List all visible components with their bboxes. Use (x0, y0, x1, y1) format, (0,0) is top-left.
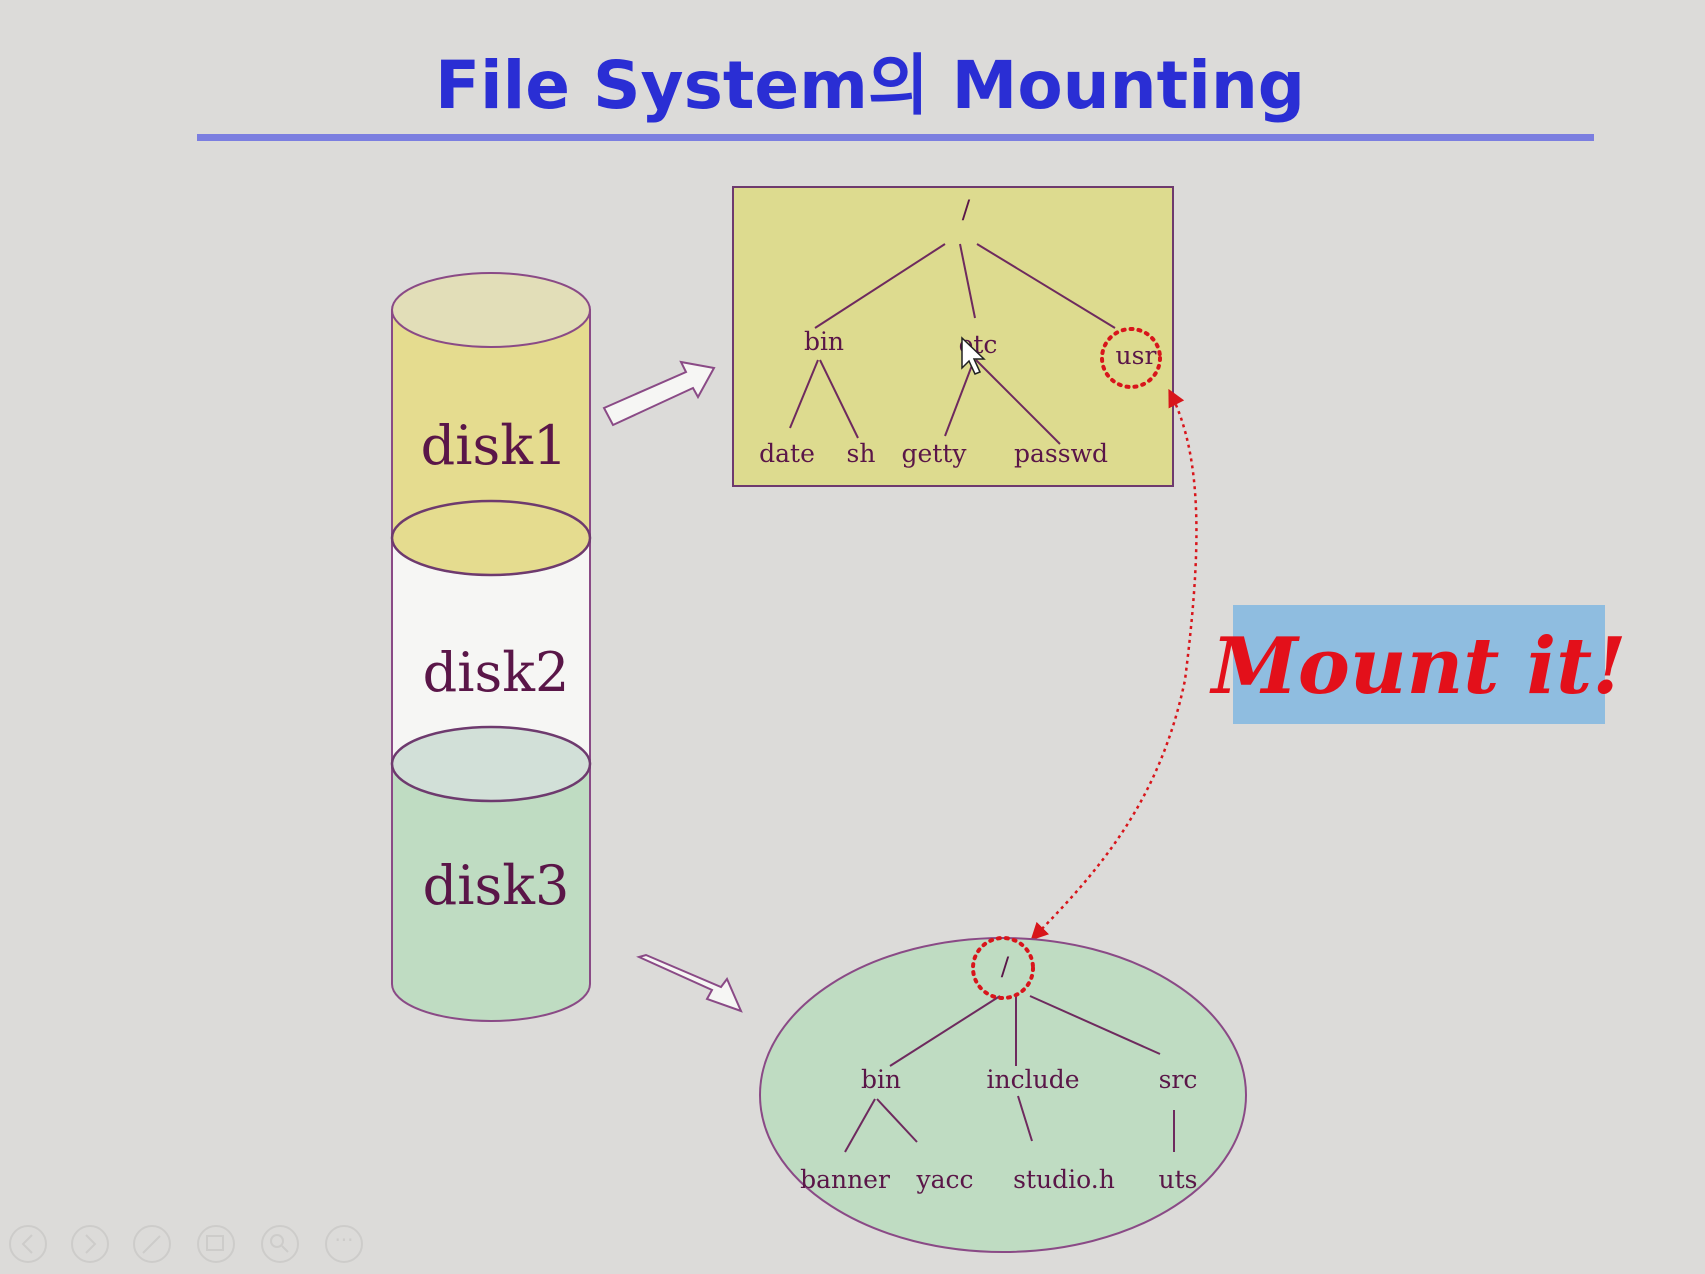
title-rule (197, 134, 1594, 141)
disk3-label: disk3 (423, 854, 570, 917)
tree1-passwd: passwd (1014, 439, 1108, 468)
tree2-include: include (987, 1065, 1080, 1094)
slides-icon[interactable] (197, 1225, 235, 1263)
pen-icon[interactable] (133, 1225, 171, 1263)
page-title: File System의 Mounting (435, 47, 1305, 124)
tree1-bin: bin (804, 327, 844, 356)
tree2-banner: banner (800, 1165, 890, 1194)
zoom-icon[interactable] (261, 1225, 299, 1263)
nav-back-icon[interactable] (9, 1225, 47, 1263)
disk2-label: disk2 (423, 641, 570, 704)
tree1-usr: usr (1116, 341, 1157, 370)
svg-text:···: ··· (334, 1228, 353, 1252)
slideshow-controls: ··· (9, 1225, 363, 1263)
tree2-src: src (1159, 1065, 1198, 1094)
tree1-getty: getty (901, 439, 967, 468)
mount-callout-box (1233, 605, 1605, 724)
usr-highlight (1100, 327, 1162, 389)
mouse-cursor-icon (961, 336, 986, 375)
nav-forward-icon[interactable] (71, 1225, 109, 1263)
tree1-sh: sh (847, 439, 876, 468)
disk1-bottom-rim (390, 499, 592, 577)
tree2-bin: bin (861, 1065, 901, 1094)
disk-stack (390, 272, 592, 1022)
more-icon[interactable]: ··· (325, 1225, 363, 1263)
tree2-uts: uts (1159, 1165, 1198, 1194)
tree1-edges (789, 243, 1116, 445)
disk1-top (391, 272, 591, 348)
mount-link (1030, 388, 1198, 941)
tree1-root: / (962, 195, 971, 224)
root-highlight (971, 936, 1035, 1000)
tree2-root: / (1001, 952, 1010, 981)
disk1-label: disk1 (421, 414, 568, 477)
arrow-disk3-to-tree2 (636, 953, 743, 1013)
tree1-date: date (759, 439, 815, 468)
mount-callout-text: Mount it! (1209, 621, 1627, 712)
tree2-ellipse (759, 937, 1247, 1253)
tree2-yacc: yacc (915, 1165, 973, 1194)
arrow-disk1-to-tree1 (602, 360, 716, 427)
disk3-top (390, 725, 592, 803)
tree2-studio-h: studio.h (1013, 1165, 1115, 1194)
disk3-body (391, 763, 591, 1022)
tree2-edges (844, 995, 1175, 1153)
